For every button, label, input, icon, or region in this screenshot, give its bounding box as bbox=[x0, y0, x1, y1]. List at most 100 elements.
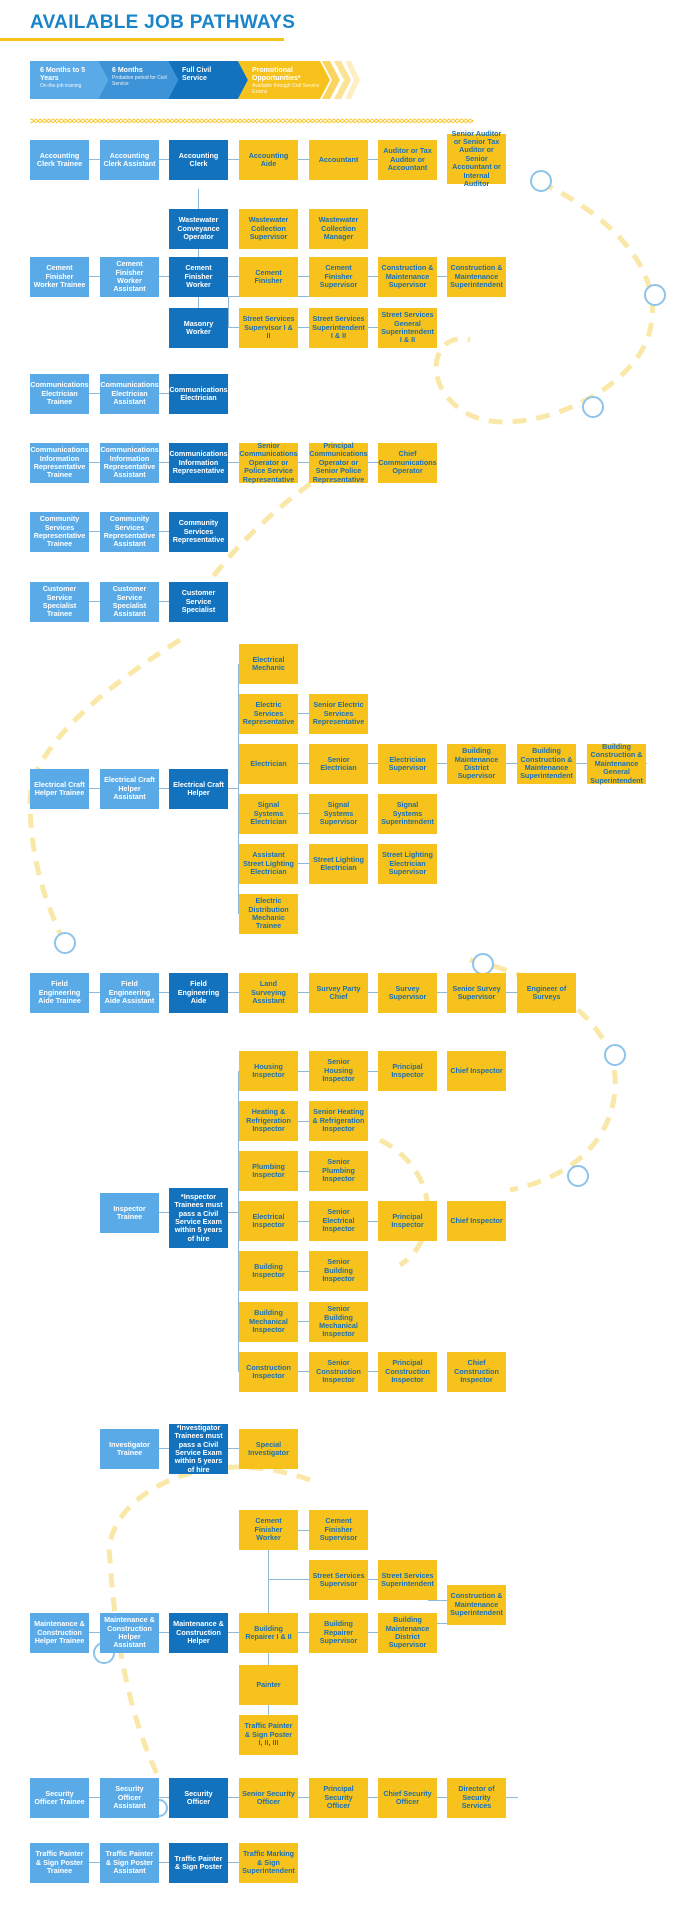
job-box: Traffic Painter & Sign Poster bbox=[169, 1843, 228, 1883]
job-box: Customer Service Specialist Assistant bbox=[100, 582, 159, 622]
connector-line bbox=[228, 296, 229, 328]
job-box: Electrical Craft Helper bbox=[169, 769, 228, 809]
job-box: Accounting Clerk bbox=[169, 140, 228, 180]
job-box: Electrician Supervisor bbox=[378, 744, 437, 784]
job-box: Cement Finisher Worker Assistant bbox=[100, 257, 159, 297]
job-box: Principal Security Officer bbox=[309, 1778, 368, 1818]
stage-trainee-label: 6 Months to 5 Years bbox=[40, 67, 86, 82]
job-box: Communications Information Representativ… bbox=[30, 443, 89, 483]
connector-line bbox=[268, 1530, 339, 1531]
connector-line bbox=[198, 297, 199, 308]
job-box: Building Maintenance District Supervisor bbox=[447, 744, 506, 784]
job-box: Painter bbox=[239, 1665, 298, 1705]
job-box: Principal Inspector bbox=[378, 1201, 437, 1241]
stage-promotion-label: Promotional Opportunities* bbox=[252, 67, 301, 82]
job-box: Masonry Worker bbox=[169, 308, 228, 348]
job-box: Construction & Maintenance Superintenden… bbox=[447, 1585, 506, 1625]
job-box: Signal Systems Supervisor bbox=[309, 794, 368, 834]
job-box: Street Lighting Electrician bbox=[309, 844, 368, 884]
job-box: Senior Security Officer bbox=[239, 1778, 298, 1818]
stage-promotion-sub: Available through Civil Service Exams bbox=[252, 83, 320, 95]
job-box: Land Surveying Assistant bbox=[239, 973, 298, 1013]
stage-probation-sub: Probation period for Civil Service bbox=[112, 75, 167, 87]
job-box: Signal Systems Electrician bbox=[239, 794, 298, 834]
page-title: AVAILABLE JOB PATHWAYS bbox=[30, 12, 296, 33]
job-box: Investigator Trainee bbox=[100, 1429, 159, 1469]
job-box: Communications Information Representativ… bbox=[100, 443, 159, 483]
job-box: Traffic Painter & Sign Poster I, II, III bbox=[239, 1715, 298, 1755]
job-box: Building Construction & Maintenance Gene… bbox=[587, 742, 646, 784]
job-box: Communications Electrician Trainee bbox=[30, 374, 89, 414]
job-box: Senior Building Mechanical Inspector bbox=[309, 1302, 368, 1342]
stage-arrows bbox=[30, 61, 360, 99]
job-box: Electric Distribution Mechanic Trainee bbox=[239, 894, 298, 934]
job-box: Senior Auditor or Senior Tax Auditor or … bbox=[447, 129, 506, 188]
job-box: Street Services Superintendent bbox=[378, 1560, 437, 1600]
job-box: Senior Electrical Inspector bbox=[309, 1201, 368, 1241]
job-box: Street Lighting Electrician Supervisor bbox=[378, 844, 437, 884]
stage-probation: 6 Months Probation period for Civil Serv… bbox=[102, 61, 168, 99]
job-box: Electrical Craft Helper Trainee bbox=[30, 769, 89, 809]
job-box: Senior Building Inspector bbox=[309, 1251, 368, 1291]
job-box: Communications Electrician bbox=[169, 374, 228, 414]
job-box: Engineer of Surveys bbox=[517, 973, 576, 1013]
job-box: Principal Inspector bbox=[378, 1051, 437, 1091]
stage-trainee-sub: On-the-job training bbox=[40, 83, 82, 89]
connector-line bbox=[89, 1797, 518, 1798]
stage-full-service: Full Civil Service bbox=[172, 61, 238, 99]
connector-line bbox=[238, 863, 367, 864]
connector-line bbox=[268, 1684, 269, 1734]
job-box: Senior Survey Supervisor bbox=[447, 973, 506, 1013]
connector-line bbox=[89, 1862, 239, 1863]
job-box: Senior Housing Inspector bbox=[309, 1051, 368, 1091]
job-box: Maintenance & Construction Helper Traine… bbox=[30, 1613, 89, 1653]
job-box: Special Investigator bbox=[239, 1429, 298, 1469]
connector-line bbox=[89, 788, 239, 789]
job-box: Inspector Trainee bbox=[100, 1193, 159, 1233]
job-box: Chief Communications Operator bbox=[378, 443, 437, 483]
stage-promotion: Promotional Opportunities* Available thr… bbox=[242, 61, 322, 99]
stage-probation-label: 6 Months bbox=[112, 67, 143, 74]
job-box: Security Officer bbox=[169, 1778, 228, 1818]
job-box: Cement Finisher bbox=[239, 257, 298, 297]
job-box: Building Repairer Supervisor bbox=[309, 1613, 368, 1653]
job-box: Community Services Representative Assist… bbox=[100, 512, 159, 552]
job-box: Field Engineering Aide Assistant bbox=[100, 973, 159, 1013]
connector-line bbox=[89, 1632, 239, 1633]
job-box: Field Engineering Aide bbox=[169, 973, 228, 1013]
job-box: Cement Finisher Worker Trainee bbox=[30, 257, 89, 297]
job-box: Principal Communications Operator or Sen… bbox=[309, 440, 368, 484]
job-box: Heating & Refrigeration Inspector bbox=[239, 1101, 298, 1141]
job-box: Cement Finisher Supervisor bbox=[309, 257, 368, 297]
job-box: Wastewater Conveyance Operator bbox=[169, 209, 228, 249]
job-box: Building Repairer I & II bbox=[239, 1613, 298, 1653]
job-box: Communications Information Representativ… bbox=[169, 443, 228, 483]
job-box: Security Officer Trainee bbox=[30, 1778, 89, 1818]
job-box: *Inspector Trainees must pass a Civil Se… bbox=[169, 1188, 228, 1248]
job-box: Street Services General Superintendent I… bbox=[378, 308, 437, 348]
career-stage-legend: 6 Months to 5 Years On-the-job training … bbox=[30, 61, 360, 99]
job-box: Senior Electric Services Representative bbox=[309, 694, 368, 734]
job-box: Chief Security Officer bbox=[378, 1778, 437, 1818]
job-box: Traffic Painter & Sign Poster Assistant bbox=[100, 1843, 159, 1883]
job-box: Building Inspector bbox=[239, 1251, 298, 1291]
job-box: Senior Heating & Refrigeration Inspector bbox=[309, 1101, 368, 1141]
job-box: Security Officer Assistant bbox=[100, 1778, 159, 1818]
chevron-divider: >>>>>>>>>>>>>>>>>>>>>>>>>>>>>>>>>>>>>>>>… bbox=[30, 117, 474, 125]
job-box: Director of Security Services bbox=[447, 1778, 506, 1818]
job-box: *Investigator Trainees must pass a Civil… bbox=[169, 1423, 228, 1474]
job-box: Accounting Clerk Trainee bbox=[30, 140, 89, 180]
job-box: Senior Communications Operator or Police… bbox=[239, 440, 298, 484]
job-box: Electrical Inspector bbox=[239, 1201, 298, 1241]
job-box: Auditor or Tax Auditor or Accountant bbox=[378, 140, 437, 180]
job-box: Cement Finisher Supervisor bbox=[309, 1510, 368, 1550]
job-box: Wastewater Collection Supervisor bbox=[239, 209, 298, 249]
job-box: Traffic Painter & Sign Poster Trainee bbox=[30, 1843, 89, 1883]
job-box: Survey Party Chief bbox=[309, 973, 368, 1013]
job-box: Street Services Supervisor bbox=[309, 1560, 368, 1600]
connector-line bbox=[238, 763, 647, 764]
job-box: Plumbing Inspector bbox=[239, 1151, 298, 1191]
job-box: Housing Inspector bbox=[239, 1051, 298, 1091]
job-box: Cement Finisher Worker bbox=[169, 257, 228, 297]
job-box: Wastewater Collection Manager bbox=[309, 209, 368, 249]
